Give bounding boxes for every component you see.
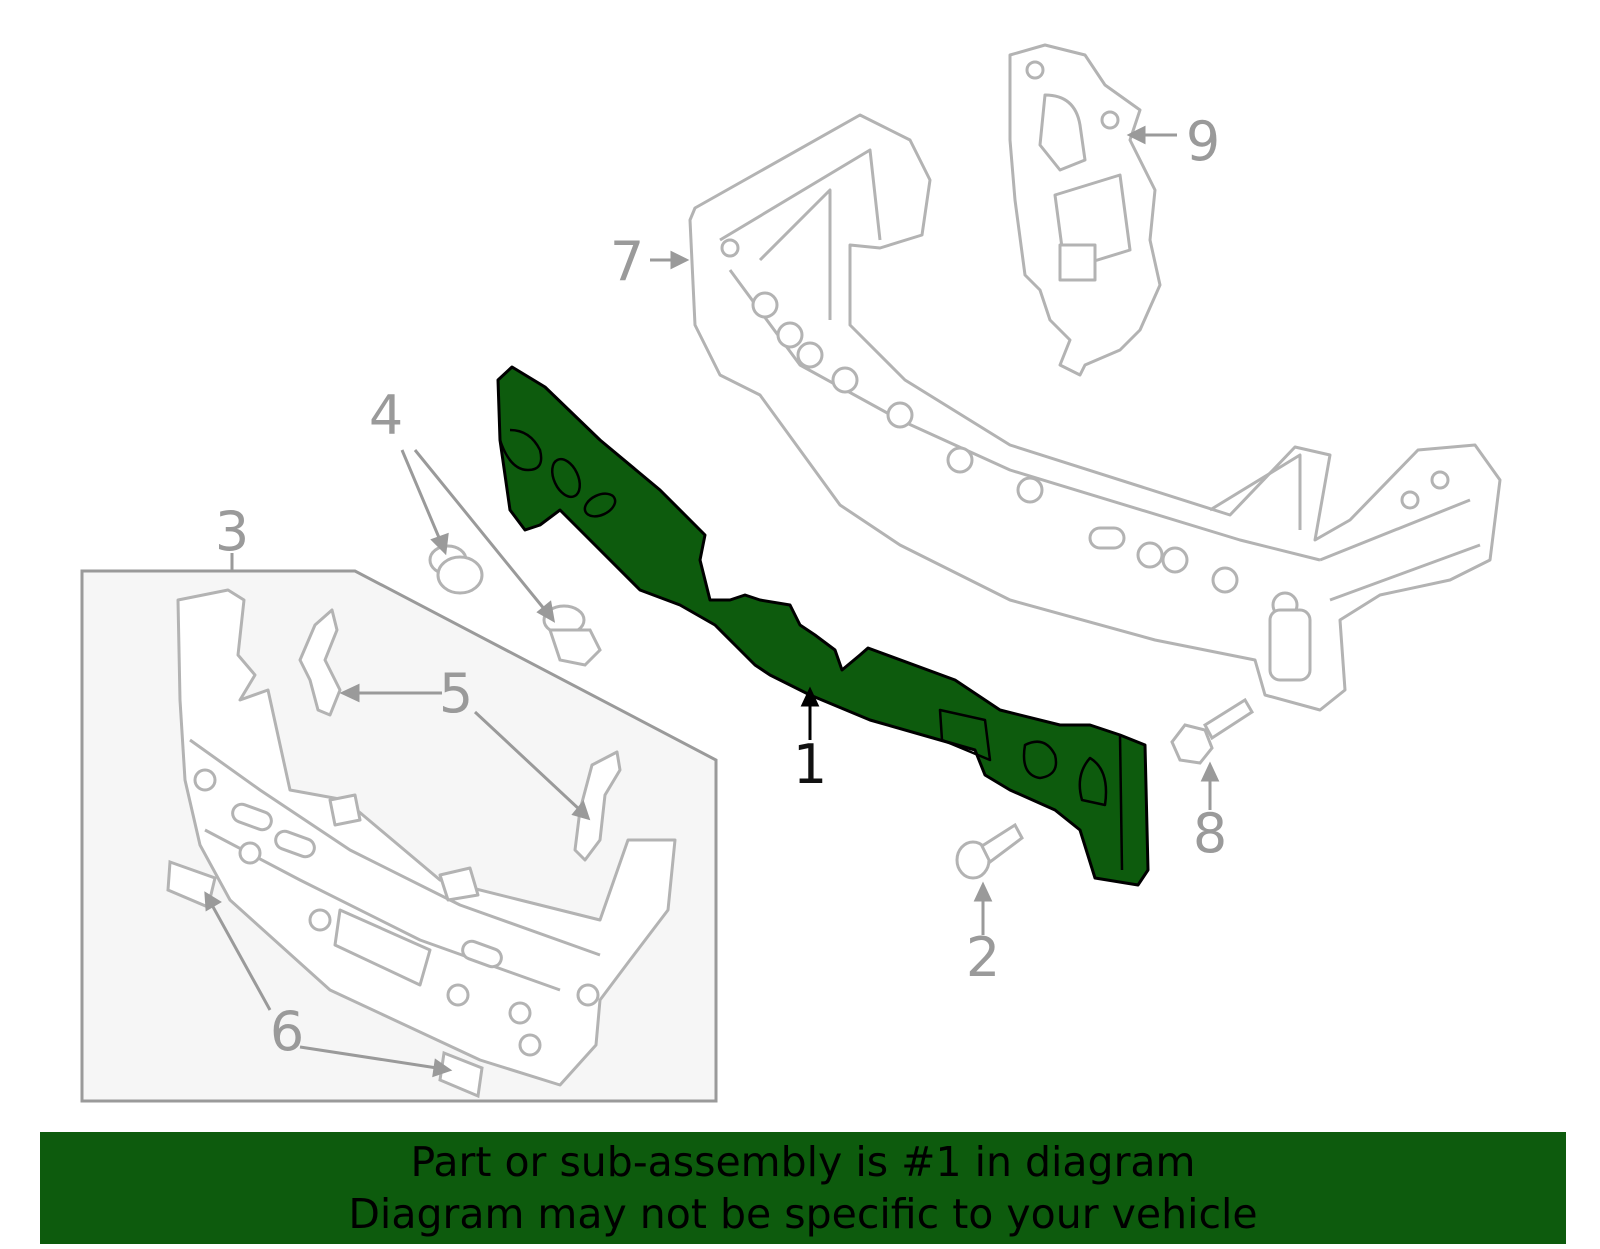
part-9-bracket [1008, 43, 1162, 377]
callout-labels: 1 2 3 4 5 6 7 8 9 [215, 110, 1227, 1063]
caption-line-2: Diagram may not be specific to your vehi… [348, 1190, 1258, 1238]
caption-banner: Part or sub-assembly is #1 in diagram Di… [40, 1132, 1566, 1244]
part-2-pin [955, 822, 1024, 880]
part-5-brackets [298, 608, 622, 862]
part-4-clips [428, 544, 602, 667]
part-1-absorber-highlight [496, 365, 1150, 887]
callout-6: 6 [270, 1000, 304, 1063]
callout-5: 5 [439, 662, 473, 725]
callout-3: 3 [215, 500, 249, 563]
callout-9: 9 [1186, 110, 1220, 173]
callout-8: 8 [1193, 802, 1227, 865]
callout-4: 4 [369, 384, 403, 447]
callout-1: 1 [793, 733, 827, 796]
part-3-bumper-frame [176, 588, 677, 1087]
leader-lines [204, 125, 1220, 1078]
callout-7: 7 [610, 230, 644, 293]
part-8-bolt [1170, 697, 1255, 765]
callout-2: 2 [966, 926, 1000, 989]
part-7-reinforcement [688, 113, 1502, 712]
caption-line-1: Part or sub-assembly is #1 in diagram [410, 1138, 1196, 1186]
